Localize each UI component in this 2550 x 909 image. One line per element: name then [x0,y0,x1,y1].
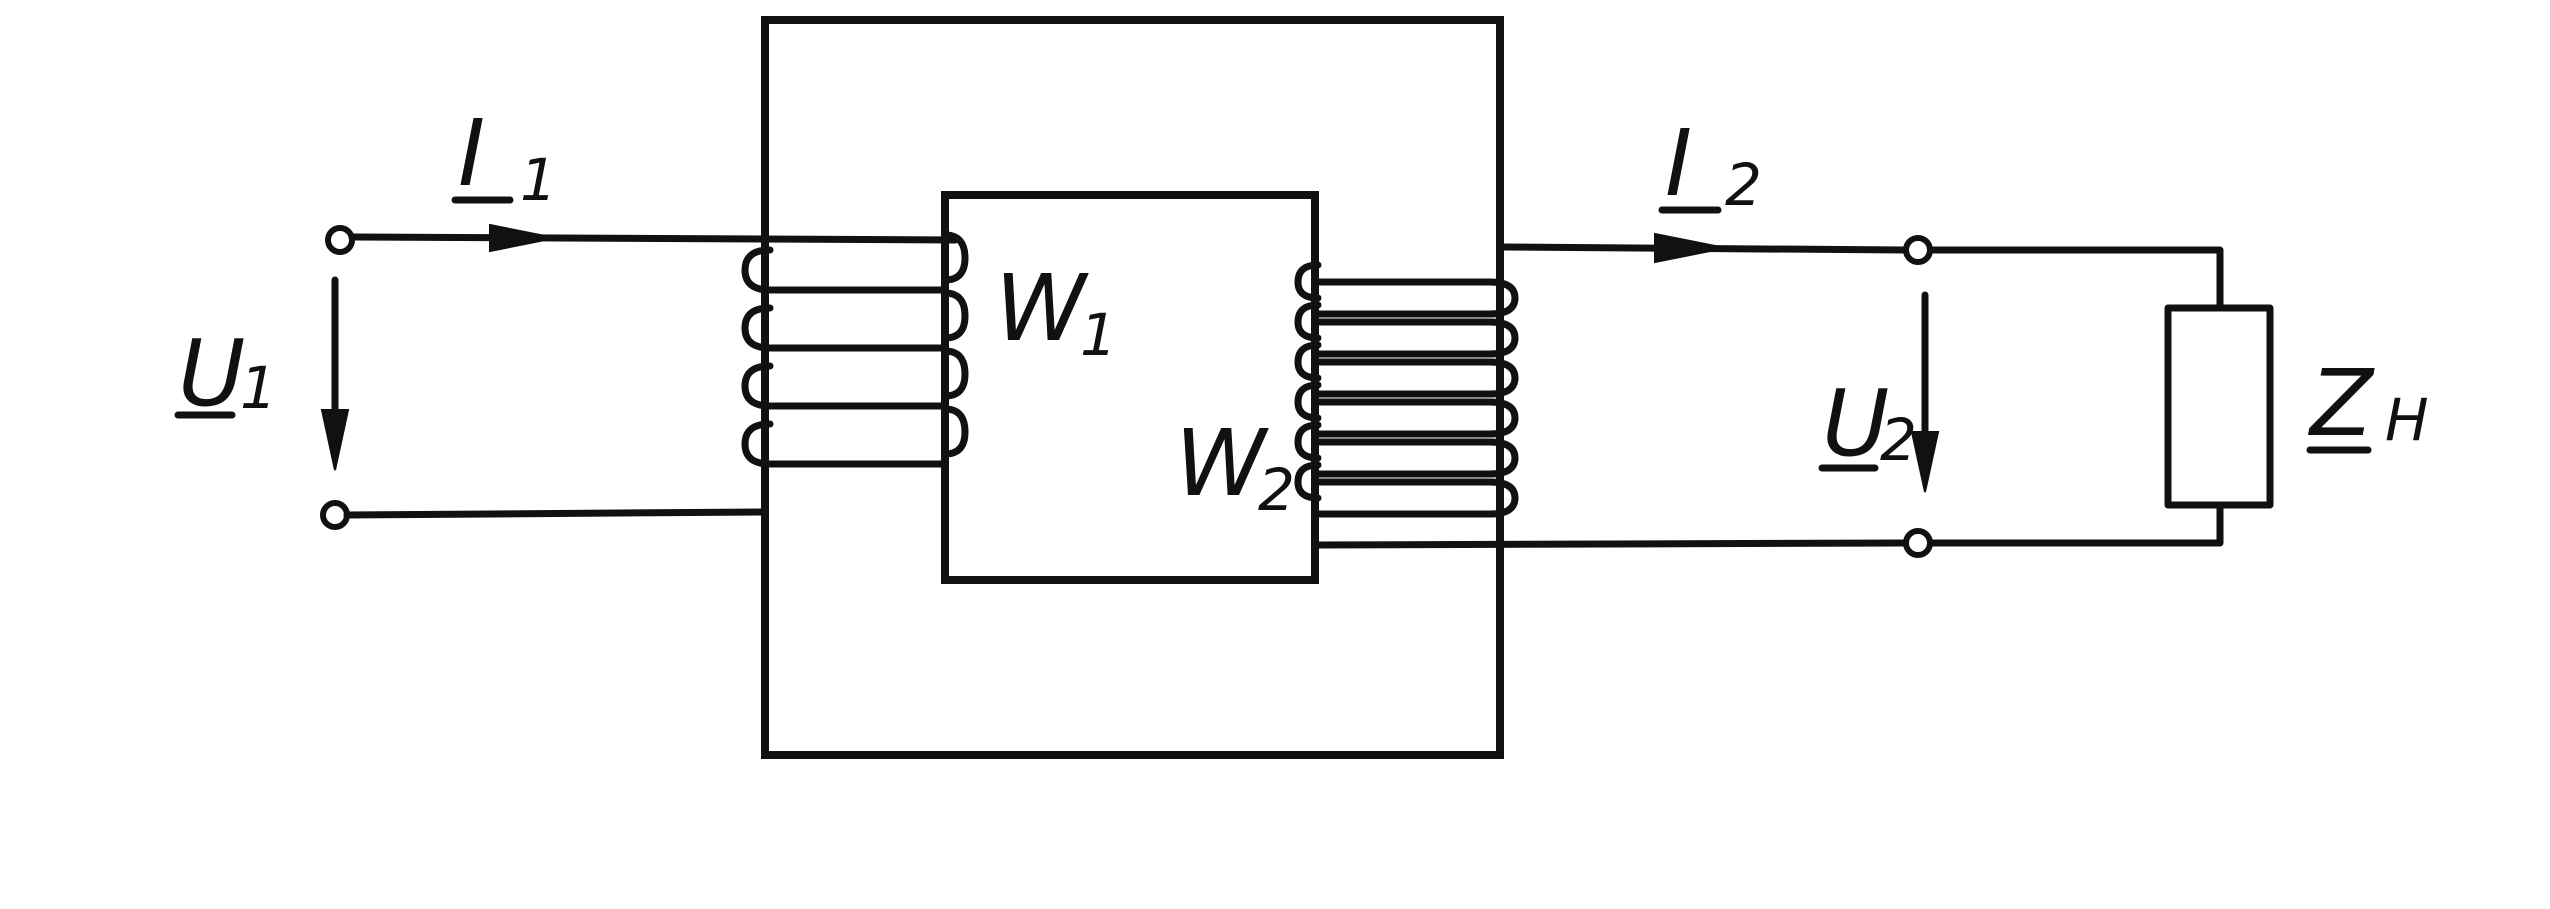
secondary-coil-loop [1294,461,1322,502]
svg-text:W: W [1175,410,1269,517]
label-i1: I 1 [451,100,557,214]
svg-text:1: 1 [240,354,277,422]
svg-text:1: 1 [520,146,557,214]
svg-text:U: U [178,320,245,427]
svg-text:U: U [1822,370,1889,477]
svg-text:1: 1 [1080,301,1117,369]
primary-coil-loop [941,289,969,342]
voltage-arrow-u1-head [320,409,350,471]
primary-coil-loop [941,231,969,284]
svg-text:H: H [2385,386,2429,454]
label-w1: W 1 [995,255,1117,369]
primary-terminal-bottom [320,500,350,530]
label-u2: U 2 [1818,370,1917,477]
primary-coil-turn [741,246,949,294]
svg-text:I: I [1665,110,1692,217]
label-i2: I 2 [1658,110,1762,219]
primary-top-wire [348,233,959,244]
primary-bottom-wire [343,508,769,519]
secondary-terminal-bottom [1903,528,1933,558]
primary-coil-turn [741,304,949,352]
secondary-winding-w2 [1294,261,1519,518]
primary-coil-turn [741,362,949,410]
secondary-coil-loop [1294,301,1322,342]
primary-coil-turn [741,420,949,468]
svg-text:I: I [458,100,485,207]
svg-text:Z: Z [2307,350,2375,457]
svg-text:2: 2 [1880,406,1917,474]
secondary-coil-loop [1294,341,1322,382]
secondary-coil-turn [1314,478,1519,518]
secondary-bottom-wire [1311,539,1909,549]
secondary-top-wire-load [1926,246,2224,312]
secondary-coil-turn [1314,278,1519,318]
secondary-terminal-top [1903,235,1933,265]
secondary-coil-loop [1294,261,1322,302]
label-u1: U 1 [174,320,277,427]
primary-winding-w1 [741,231,969,468]
label-w2: W 2 [1175,410,1295,524]
primary-coil-loop [941,347,969,400]
secondary-coil-loop [1294,421,1322,462]
load-impedance [2164,304,2274,509]
secondary-bottom-wire-load [1926,501,2224,547]
secondary-coil-loop [1294,381,1322,422]
label-zh: Z H [2306,350,2429,457]
svg-text:2: 2 [1725,151,1762,219]
svg-text:2: 2 [1258,456,1295,524]
primary-terminal-top [325,225,355,255]
voltage-arrow-u2-head [1910,431,1940,493]
svg-text:W: W [995,255,1089,362]
secondary-coil-turn [1314,358,1519,398]
current-arrow-i1 [489,223,556,253]
secondary-coil-turn [1314,438,1519,478]
core-outer-frame [761,16,1504,759]
secondary-coil-turn [1314,318,1519,358]
current-arrow-i2 [1654,232,1726,264]
secondary-coil-turn [1314,398,1519,438]
primary-coil-loop [941,405,969,458]
